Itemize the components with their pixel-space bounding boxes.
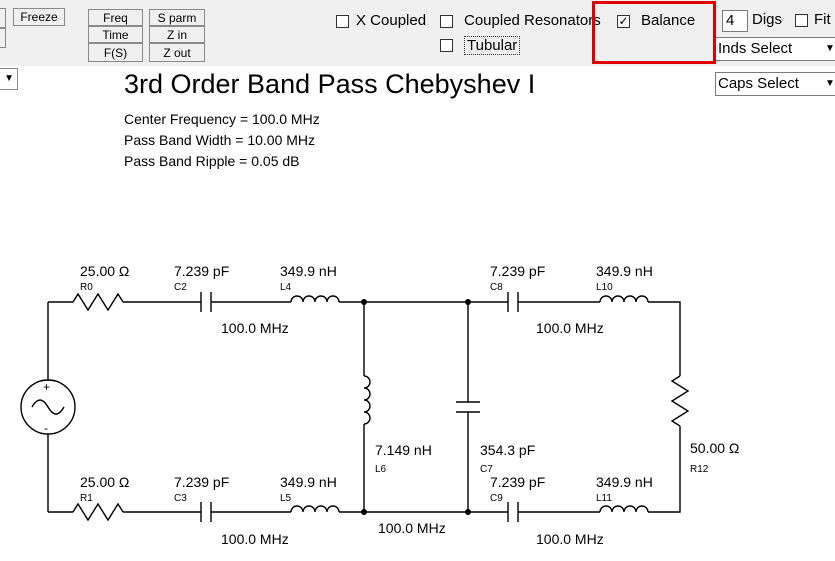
time-button[interactable]: Time: [88, 26, 143, 43]
c2-ref: C2: [174, 282, 187, 293]
balance-label: Balance: [641, 12, 696, 29]
c7-value: 354.3 pF: [480, 442, 535, 458]
junction-dot: [361, 509, 367, 515]
resonance-label-2: 100.0 MHz: [536, 320, 604, 336]
l5-value: 349.9 nH: [280, 474, 337, 490]
junction-dot: [465, 299, 471, 305]
resonance-label-4: 100.0 MHz: [536, 531, 604, 547]
chevron-down-icon: ▼: [825, 43, 835, 54]
capacitor-c2: [200, 292, 212, 312]
tubular-label: Tubular: [464, 36, 521, 55]
resonance-label-3: 100.0 MHz: [221, 531, 289, 547]
coupled-resonators-checkbox[interactable]: [440, 15, 453, 28]
r12-ref: R12: [690, 464, 709, 475]
left-dropdown[interactable]: ▼: [0, 68, 18, 90]
voltage-source: [20, 379, 76, 435]
highlight-box: [592, 1, 716, 64]
freq-button[interactable]: Freq: [88, 9, 143, 26]
c3-value: 7.239 pF: [174, 474, 229, 490]
fit-checkbox[interactable]: [795, 14, 808, 27]
zin-button[interactable]: Z in: [149, 26, 205, 43]
r12-value: 50.00 Ω: [690, 440, 739, 456]
inds-select[interactable]: Inds Select ▼: [715, 37, 835, 61]
resistor-r12: [670, 375, 690, 427]
caps-select[interactable]: Caps Select ▼: [715, 72, 835, 96]
center-frequency: Center Frequency = 100.0 MHz: [124, 111, 320, 127]
l6-ref: L6: [375, 464, 387, 475]
chevron-down-icon: ▼: [825, 78, 835, 89]
sine-wave-icon: [31, 399, 65, 415]
c9-value: 7.239 pF: [490, 474, 545, 490]
inds-select-value: Inds Select: [718, 40, 793, 57]
digits-label: Digs: [752, 11, 783, 28]
balance-checkbox[interactable]: ✓: [617, 15, 630, 28]
l11-ref: L11: [596, 493, 612, 504]
capacitor-c3: [200, 502, 212, 522]
c9-ref: C9: [490, 493, 503, 504]
inductor-l10: [599, 295, 649, 303]
pass-band-width: Pass Band Width = 10.00 MHz: [124, 132, 316, 148]
l10-value: 349.9 nH: [596, 263, 653, 279]
freeze-button[interactable]: Freeze: [13, 8, 65, 26]
wire: [648, 301, 681, 376]
r0-value: 25.00 Ω: [80, 263, 129, 279]
x-coupled-label: X Coupled: [356, 12, 427, 29]
junction-dot: [465, 509, 471, 515]
capacitor-c8: [507, 292, 519, 312]
capacitor-c7: [456, 401, 480, 413]
l11-value: 349.9 nH: [596, 474, 653, 490]
inductor-l4: [290, 295, 340, 303]
c3-ref: C3: [174, 493, 187, 504]
l4-value: 349.9 nH: [280, 263, 337, 279]
checkmark-icon: ✓: [618, 14, 629, 28]
caps-select-value: Caps Select: [718, 75, 799, 92]
tubular-checkbox[interactable]: [440, 39, 453, 52]
fs-button[interactable]: F(S): [88, 43, 143, 62]
junction-dot: [361, 299, 367, 305]
x-coupled-checkbox[interactable]: [336, 15, 349, 28]
c7-ref: C7: [480, 464, 493, 475]
l4-ref: L4: [280, 282, 292, 293]
source-plus: +: [43, 380, 50, 394]
toolbar: ▼ Freeze Freq Time F(S) S parm Z in Z ou…: [0, 0, 835, 90]
left-edge-button[interactable]: [0, 8, 6, 28]
left-edge-button-2[interactable]: [0, 28, 6, 48]
l6-value: 7.149 nH: [375, 442, 432, 458]
inductor-l6: [363, 375, 371, 425]
capacitor-c9: [507, 502, 519, 522]
resonance-label-1: 100.0 MHz: [221, 320, 289, 336]
l10-ref: L10: [596, 282, 613, 293]
coupled-resonators-label: Coupled Resonators: [464, 12, 601, 29]
resistor-r1: [72, 502, 124, 522]
c2-value: 7.239 pF: [174, 263, 229, 279]
r1-ref: R1: [80, 493, 93, 504]
zout-button[interactable]: Z out: [149, 43, 205, 62]
l5-ref: L5: [280, 493, 292, 504]
sparm-button[interactable]: S parm: [149, 9, 205, 26]
c8-value: 7.239 pF: [490, 263, 545, 279]
chevron-down-icon: ▼: [4, 73, 14, 84]
inductor-l11: [599, 505, 649, 513]
r0-ref: R0: [80, 282, 93, 293]
wire: [648, 426, 681, 513]
source-minus: -: [44, 421, 48, 435]
resistor-r0: [72, 292, 124, 312]
fit-label: Fit: [814, 11, 831, 28]
pass-band-ripple: Pass Band Ripple = 0.05 dB: [124, 153, 300, 169]
c8-ref: C8: [490, 282, 503, 293]
r1-value: 25.00 Ω: [80, 474, 129, 490]
digits-input[interactable]: 4: [722, 10, 748, 32]
resonance-label-mid: 100.0 MHz: [378, 520, 446, 536]
inductor-l5: [290, 505, 340, 513]
page-title: 3rd Order Band Pass Chebyshev I: [124, 69, 536, 99]
